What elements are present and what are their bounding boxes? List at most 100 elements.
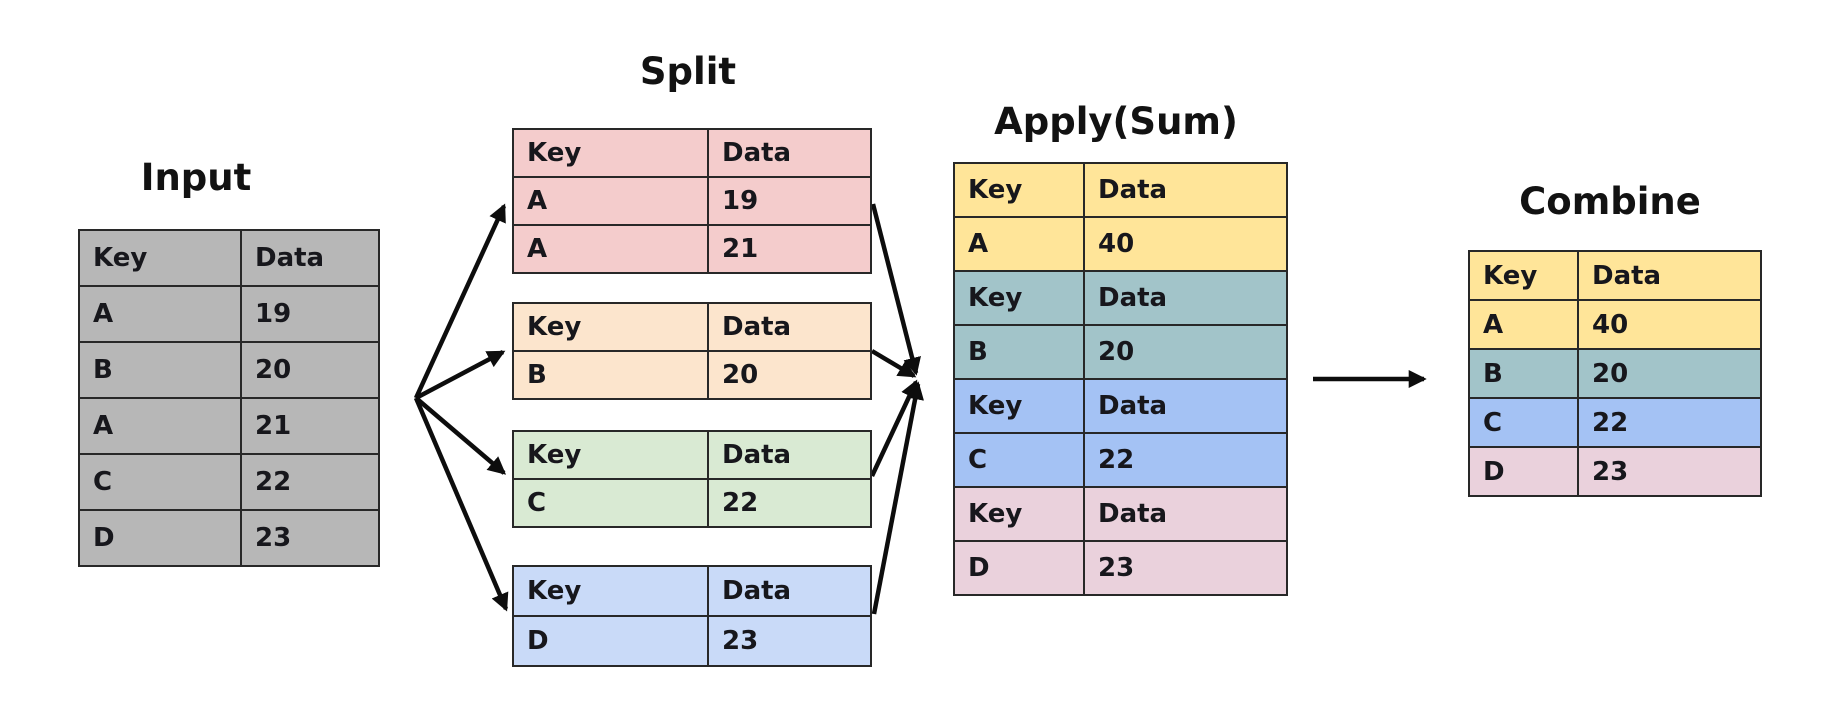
table-header-cell: Key: [953, 378, 1085, 434]
table-cell: 23: [240, 509, 380, 567]
table-header-cell: Data: [707, 302, 872, 352]
table-header-cell: Key: [953, 486, 1085, 542]
table-cell: C: [1468, 397, 1579, 448]
table-cell: C: [512, 478, 709, 528]
table-cell: 40: [1083, 216, 1288, 272]
table-header-cell: Key: [512, 128, 709, 178]
table-cell: 20: [1083, 324, 1288, 380]
table-cell: C: [78, 453, 242, 511]
flow-arrow-split-d-to-apply: [871, 381, 924, 615]
table-cell: 22: [1577, 397, 1762, 448]
table-cell: A: [78, 397, 242, 455]
flow-arrow-input-to-split-a: [413, 203, 507, 399]
table-header-cell: Data: [1083, 486, 1288, 542]
table-cell: 19: [240, 285, 380, 343]
table-header-cell: Key: [512, 302, 709, 352]
table-header-cell: Data: [1083, 270, 1288, 326]
table-cell: A: [512, 176, 709, 226]
table-cell: 40: [1577, 299, 1762, 350]
table-cell: D: [78, 509, 242, 567]
flow-arrow-input-to-split-c: [414, 396, 507, 475]
table-cell: 22: [240, 453, 380, 511]
table-cell: B: [953, 324, 1085, 380]
table-cell: A: [512, 224, 709, 274]
table-cell: 22: [1083, 432, 1288, 488]
flow-arrow-input-to-split-d: [413, 397, 509, 612]
table-header-cell: Data: [1577, 250, 1762, 301]
input-section-title: Input: [140, 156, 252, 199]
table-cell: B: [78, 341, 242, 399]
table-header-cell: Data: [240, 229, 380, 287]
table-cell: D: [512, 615, 709, 667]
table-cell: 23: [707, 615, 872, 667]
table-header-cell: Data: [707, 565, 872, 617]
table-cell: B: [512, 350, 709, 400]
table-cell: A: [953, 216, 1085, 272]
table-cell: 23: [1577, 446, 1762, 497]
table-cell: 22: [707, 478, 872, 528]
table-cell: 20: [707, 350, 872, 400]
table-header-cell: Key: [953, 270, 1085, 326]
flow-arrow-split-b-to-apply: [870, 349, 917, 378]
flow-arrow-input-to-split-b: [414, 350, 506, 400]
table-cell: 21: [707, 224, 872, 274]
table-cell: D: [953, 540, 1085, 596]
table-header-cell: Key: [512, 430, 709, 480]
table-cell: 20: [240, 341, 380, 399]
table-cell: A: [1468, 299, 1579, 350]
apply-sum-section-title: Apply(Sum): [994, 100, 1238, 143]
flow-arrow-split-a-to-apply: [870, 203, 921, 376]
table-header-cell: Key: [78, 229, 242, 287]
table-cell: B: [1468, 348, 1579, 399]
table-cell: 21: [240, 397, 380, 455]
combine-section-title: Combine: [1519, 180, 1701, 223]
table-cell: 19: [707, 176, 872, 226]
table-cell: A: [78, 285, 242, 343]
table-cell: 20: [1577, 348, 1762, 399]
table-cell: 23: [1083, 540, 1288, 596]
table-header-cell: Data: [1083, 378, 1288, 434]
table-cell: C: [953, 432, 1085, 488]
table-header-cell: Key: [953, 162, 1085, 218]
table-cell: D: [1468, 446, 1579, 497]
flow-arrow-split-c-to-apply: [869, 379, 919, 477]
table-header-cell: Data: [1083, 162, 1288, 218]
table-header-cell: Key: [1468, 250, 1579, 301]
